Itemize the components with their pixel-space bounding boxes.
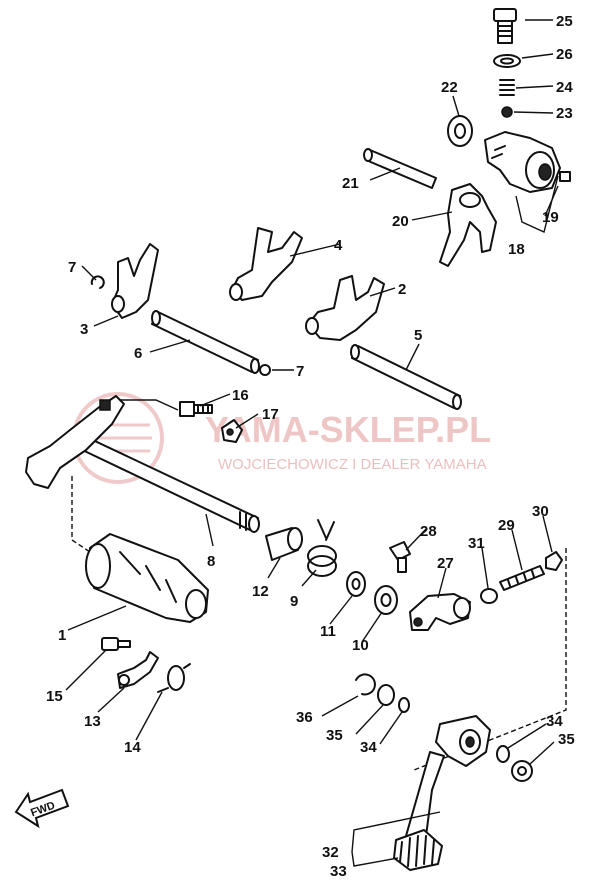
part-27-lever (409, 593, 471, 631)
callout-22: 22 (441, 79, 458, 96)
part-28-bolt (389, 541, 411, 573)
part-25-bolt (493, 8, 517, 44)
watermark-title: YAMA-SKLEP.PL (205, 409, 491, 450)
part-24-spring (499, 79, 515, 96)
callout-32: 32 (322, 844, 339, 861)
callout-35-upper: 35 (326, 727, 343, 744)
part-21-shift-shaft (363, 148, 437, 189)
callout-8: 8 (207, 553, 215, 570)
callout-25: 25 (556, 13, 573, 30)
alignment-line-top (120, 399, 179, 411)
part-16-bolt (179, 401, 213, 417)
callout-9: 9 (290, 593, 298, 610)
part-34-oring-lower (496, 745, 510, 763)
callout-33: 33 (330, 863, 347, 880)
callout-12: 12 (252, 583, 269, 600)
part-23-ball (501, 106, 513, 118)
part-12-collar (265, 527, 303, 561)
callout-17: 17 (262, 406, 279, 423)
part-22-seal (447, 115, 473, 147)
part-5-guide-bar (350, 344, 462, 410)
part-2-shift-fork (305, 275, 385, 341)
callout-35-lower: 35 (558, 731, 575, 748)
part-7-clip-lower (259, 364, 271, 376)
callout-15: 15 (46, 688, 63, 705)
callout-20: 20 (392, 213, 409, 230)
callout-13: 13 (84, 713, 101, 730)
watermark: YAMA-SKLEP.PL WOJCIECHOWICZ I DEALER YAM… (72, 392, 491, 484)
callout-23: 23 (556, 105, 573, 122)
part-31-nut (480, 588, 498, 604)
callout-14: 14 (124, 739, 141, 756)
callout-26: 26 (556, 46, 573, 63)
part-9-spring (307, 519, 337, 577)
part-15-bolt (101, 637, 131, 651)
callout-31: 31 (468, 535, 485, 552)
leader-lines (65, 19, 559, 867)
part-13-stopper-lever (117, 651, 159, 689)
part-30-nut (545, 551, 563, 571)
part-7-clip-upper (90, 275, 105, 289)
callout-19: 19 (542, 209, 559, 226)
watermark-subtitle: WOJCIECHOWICZ I DEALER YAMAHA (218, 456, 487, 473)
callout-3: 3 (80, 321, 88, 338)
callout-11: 11 (320, 623, 336, 640)
part-3-shift-fork (111, 243, 159, 319)
part-35-washer-lower-hole (517, 766, 527, 776)
part-32-shift-pedal (405, 715, 491, 847)
part-33-pedal-rubber (393, 829, 443, 871)
part-19-pin (559, 171, 571, 182)
callout-2: 2 (398, 281, 406, 298)
part-18-stopper-housing (484, 131, 561, 193)
callout-34-upper: 34 (360, 739, 377, 756)
part-8-shift-shaft (25, 395, 260, 533)
callout-18: 18 (508, 241, 525, 258)
callout-7-lower: 7 (296, 363, 304, 380)
fwd-direction-arrow: FWD (14, 788, 70, 829)
part-36-clip (355, 673, 376, 696)
callout-10: 10 (352, 637, 369, 654)
callout-numbers: 25 26 24 22 23 21 19 20 18 4 7 2 3 5 6 7… (46, 13, 575, 880)
callout-1: 1 (58, 627, 66, 644)
callout-34-lower: 34 (546, 713, 563, 730)
part-14-spring (157, 663, 191, 693)
part-26-washer-hole (500, 57, 514, 65)
callout-5: 5 (414, 327, 422, 344)
part-6-guide-bar (151, 310, 260, 374)
part-17-plate (221, 419, 243, 443)
part-4-shift-fork (229, 227, 303, 301)
alignment-line (71, 476, 91, 553)
part-20-shift-fork (439, 183, 497, 267)
part-34-oring-upper (398, 697, 410, 713)
callout-24: 24 (556, 79, 573, 96)
fwd-arrow-icon (14, 788, 70, 829)
part-29-rod (499, 565, 545, 591)
callout-4: 4 (334, 237, 343, 254)
alignment-line-right (413, 548, 567, 771)
part-1-shift-drum (85, 533, 209, 623)
callout-29: 29 (498, 517, 515, 534)
callout-28: 28 (420, 523, 437, 540)
callout-21: 21 (342, 175, 359, 192)
callout-6: 6 (134, 345, 142, 362)
part-35-washer-upper (377, 684, 395, 706)
callout-30: 30 (532, 503, 549, 520)
part-10-seal-hole (380, 593, 392, 607)
part-11-washer-hole (351, 578, 361, 590)
callout-27: 27 (437, 555, 454, 572)
callout-16: 16 (232, 387, 249, 404)
callout-36: 36 (296, 709, 313, 726)
callout-7-upper: 7 (68, 259, 76, 276)
